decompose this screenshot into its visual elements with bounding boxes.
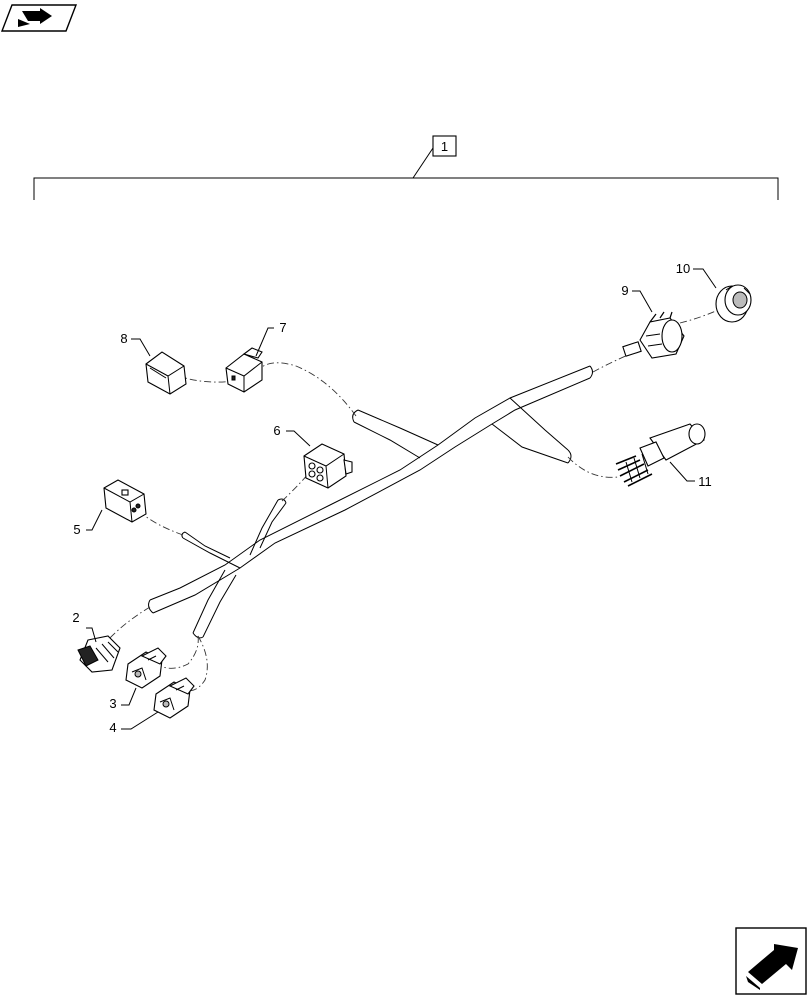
- callout-8[interactable]: 8: [120, 331, 127, 346]
- connector-7[interactable]: [225, 347, 263, 393]
- next-page-icon[interactable]: [735, 927, 807, 995]
- connector-9[interactable]: [622, 311, 685, 359]
- connector-8[interactable]: [145, 351, 187, 395]
- connection-lines: [107, 309, 719, 692]
- callout-labels: 2 3 4 5 6 7 8 9 10 11: [72, 261, 711, 735]
- callout-9[interactable]: 9: [621, 283, 628, 298]
- callout-10[interactable]: 10: [676, 261, 690, 276]
- connector-5[interactable]: [103, 479, 147, 523]
- leader-lines: [86, 268, 717, 730]
- callout-5[interactable]: 5: [73, 522, 80, 537]
- callout-1[interactable]: 1: [432, 135, 457, 157]
- connector-10[interactable]: [715, 284, 752, 323]
- svg-text:1: 1: [441, 139, 448, 154]
- assembly-bracket: [33, 147, 779, 200]
- callout-4[interactable]: 4: [109, 720, 116, 735]
- connector-6[interactable]: [303, 443, 353, 489]
- callout-7[interactable]: 7: [279, 320, 286, 335]
- connector-2[interactable]: [77, 635, 121, 673]
- previous-page-icon[interactable]: [0, 4, 78, 32]
- wire-harness: [148, 365, 593, 639]
- connector-11[interactable]: [615, 423, 706, 487]
- callout-3[interactable]: 3: [109, 696, 116, 711]
- callout-6[interactable]: 6: [273, 423, 280, 438]
- connector-4[interactable]: [153, 677, 195, 719]
- callout-2[interactable]: 2: [72, 610, 79, 625]
- callout-11[interactable]: 11: [698, 474, 712, 489]
- connector-3[interactable]: [125, 647, 167, 689]
